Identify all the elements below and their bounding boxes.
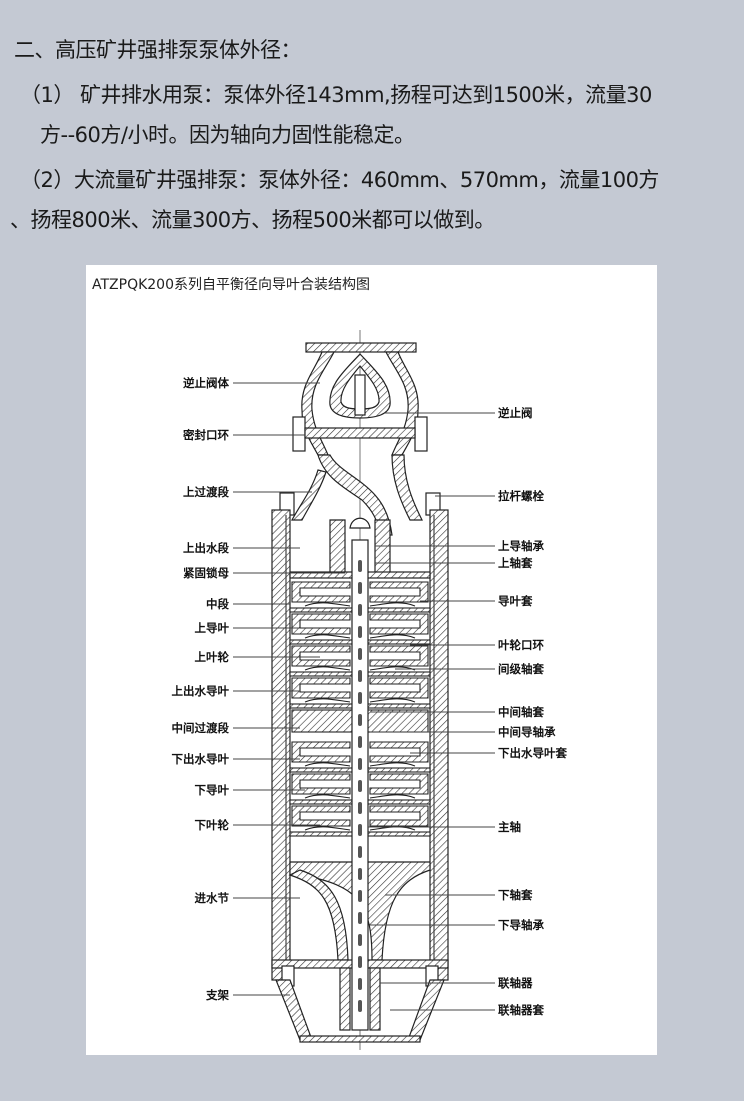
diffuser-right bbox=[369, 805, 429, 827]
diffuser-right bbox=[369, 741, 429, 763]
shaft-keyway bbox=[358, 692, 362, 704]
shaft-keyway bbox=[358, 582, 362, 594]
diffuser-left bbox=[291, 645, 351, 667]
part-label-right: 拉杆螺栓 bbox=[498, 489, 544, 503]
part-label-left: 进水节 bbox=[195, 891, 230, 905]
diagram-title: ATZPQK200系列自平衡径向导叶合装结构图 bbox=[92, 277, 370, 293]
pump-structure-diagram: ATZPQK200系列自平衡径向导叶合装结构图 bbox=[86, 265, 657, 1055]
diffuser-left bbox=[291, 677, 351, 699]
part-label-left: 密封口环 bbox=[182, 428, 229, 442]
shaft-keyway bbox=[358, 560, 362, 572]
shaft-keyway bbox=[358, 934, 362, 946]
part-label-left: 上叶轮 bbox=[195, 650, 230, 664]
diffuser-left bbox=[291, 581, 351, 603]
shaft-keyway bbox=[358, 758, 362, 770]
shaft-keyway bbox=[358, 978, 362, 990]
shaft-keyway bbox=[358, 736, 362, 748]
part-label-right: 下出水导叶套 bbox=[498, 746, 567, 760]
shaft-keyway bbox=[358, 1000, 362, 1012]
shaft-keyway bbox=[358, 648, 362, 660]
part-label-right: 间级轴套 bbox=[498, 662, 544, 676]
section-heading: 二、高压矿井强排泵泵体外径： bbox=[14, 38, 302, 62]
part-label-right: 联轴器 bbox=[498, 976, 533, 990]
diffuser-left bbox=[291, 613, 351, 635]
part-label-left: 下叶轮 bbox=[195, 818, 230, 832]
part-label-left: 逆止阀体 bbox=[183, 376, 229, 390]
part-label-left: 上出水段 bbox=[183, 541, 229, 555]
diffuser-left bbox=[291, 741, 351, 763]
impeller bbox=[304, 602, 416, 607]
part-label-right: 上导轴承 bbox=[498, 539, 544, 553]
shaft-keyway bbox=[358, 912, 362, 924]
part-label-right: 联轴器套 bbox=[498, 1003, 544, 1017]
shaft-keyway bbox=[358, 824, 362, 836]
diffuser-right bbox=[369, 613, 429, 635]
diffuser-right bbox=[369, 677, 429, 699]
part-label-left: 支架 bbox=[205, 988, 229, 1002]
part-label-right: 下轴套 bbox=[498, 888, 533, 902]
part-label-right: 下导轴承 bbox=[498, 918, 544, 932]
impeller bbox=[304, 698, 416, 703]
spec-2-line-1: （2）大流量矿井强排泵：泵体外径：460mm、570mm，流量100方 bbox=[20, 168, 659, 192]
pump-drawing: ATZPQK200系列自平衡径向导叶合装结构图 bbox=[92, 277, 567, 1050]
shaft-keyway bbox=[358, 780, 362, 792]
part-label-left: 紧固锁母 bbox=[183, 566, 229, 580]
part-label-right: 中间导轴承 bbox=[498, 725, 556, 739]
spec-1-line-1: （1） 矿井排水用泵：泵体外径143mm,扬程可达到1500米，流量30 bbox=[20, 83, 652, 107]
part-label-left: 下导叶 bbox=[195, 783, 230, 797]
diffuser-right bbox=[369, 645, 429, 667]
part-label-left: 上出水导叶 bbox=[172, 684, 230, 698]
shaft-keyway bbox=[358, 670, 362, 682]
main-shaft bbox=[351, 539, 369, 1031]
impeller bbox=[304, 634, 416, 639]
shaft-keyway bbox=[358, 626, 362, 638]
diffuser-left bbox=[291, 773, 351, 795]
part-label-left: 下出水导叶 bbox=[172, 752, 230, 766]
shaft-keyway bbox=[358, 890, 362, 902]
impeller bbox=[304, 762, 416, 767]
shaft-keyway bbox=[358, 956, 362, 968]
part-label-right: 主轴 bbox=[498, 820, 521, 834]
part-label-left: 上过渡段 bbox=[183, 485, 229, 499]
part-label-right: 逆止阀 bbox=[498, 406, 533, 420]
shaft-keyway bbox=[358, 604, 362, 616]
part-label-left: 中段 bbox=[206, 597, 229, 611]
shaft-keyway bbox=[358, 714, 362, 726]
diffuser-right bbox=[369, 581, 429, 603]
spec-2-line-2: 、扬程800米、流量300方、扬程500米都可以做到。 bbox=[10, 208, 495, 232]
shaft-keyway bbox=[358, 802, 362, 814]
part-label-right: 导叶套 bbox=[498, 594, 533, 608]
part-label-right: 中间轴套 bbox=[498, 705, 544, 719]
part-label-left: 上导叶 bbox=[195, 621, 230, 635]
spec-1-line-2: 方--60方/小时。因为轴向力固性能稳定。 bbox=[40, 123, 415, 147]
part-label-left: 中间过渡段 bbox=[172, 721, 230, 735]
impeller bbox=[304, 794, 416, 799]
diffuser-right bbox=[369, 773, 429, 795]
diffuser-left bbox=[291, 805, 351, 827]
part-label-right: 上轴套 bbox=[498, 556, 533, 570]
shaft-keyway bbox=[358, 868, 362, 880]
part-label-right: 叶轮口环 bbox=[498, 638, 544, 652]
shaft-keyway bbox=[358, 846, 362, 858]
